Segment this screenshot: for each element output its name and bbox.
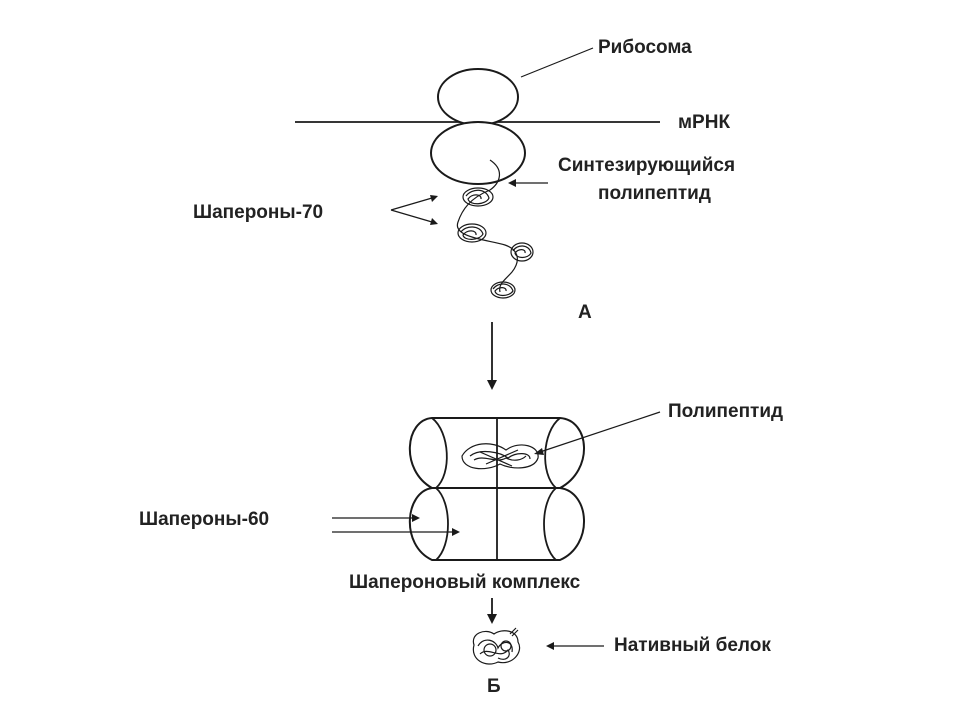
panel-a-label: А: [578, 302, 592, 323]
chaperones60-label: Шапероны-60: [139, 509, 269, 530]
panel-b-label: Б: [487, 676, 501, 697]
chaperone70-blob-3: [510, 242, 534, 262]
synthesizing-polypeptide: [456, 159, 534, 299]
ribosome-label: Рибосома: [598, 37, 692, 58]
synth-polypeptide-label-line2: полипептид: [598, 183, 711, 204]
chaperones70-arrows: [390, 195, 438, 225]
enclosed-polypeptide: [461, 443, 539, 470]
synth-polypeptide-pointer: [508, 179, 548, 187]
chaperones60-arrows: [332, 514, 460, 536]
native-protein-label: Нативный белок: [614, 635, 771, 656]
ribosome-small-subunit: [430, 121, 526, 185]
native-protein-pointer: [546, 642, 604, 650]
synth-polypeptide-label-line1: Синтезирующийся: [558, 155, 735, 176]
ribosome: [295, 68, 660, 185]
chaperone70-blob-1: [462, 187, 494, 207]
down-arrow-1: [487, 322, 497, 390]
polypeptide-pointer: [534, 411, 661, 455]
down-arrow-2: [487, 598, 497, 624]
ribosome-leader-line: [520, 47, 594, 78]
mrna-label: мРНК: [678, 112, 730, 133]
chaperone70-blob-4: [490, 281, 516, 299]
chaperones70-label: Шапероны-70: [193, 202, 323, 223]
nascent-chain: [456, 159, 518, 293]
native-protein: [472, 627, 521, 665]
chaperone70-blob-2: [457, 223, 487, 243]
polypeptide-label: Полипептид: [668, 401, 783, 422]
ribosome-large-subunit: [437, 68, 519, 126]
chaperonin-complex: [408, 417, 585, 561]
chaperone-complex-label: Шапероновый комплекс: [349, 572, 581, 593]
chaperonin-bottom-ring: [408, 487, 585, 561]
